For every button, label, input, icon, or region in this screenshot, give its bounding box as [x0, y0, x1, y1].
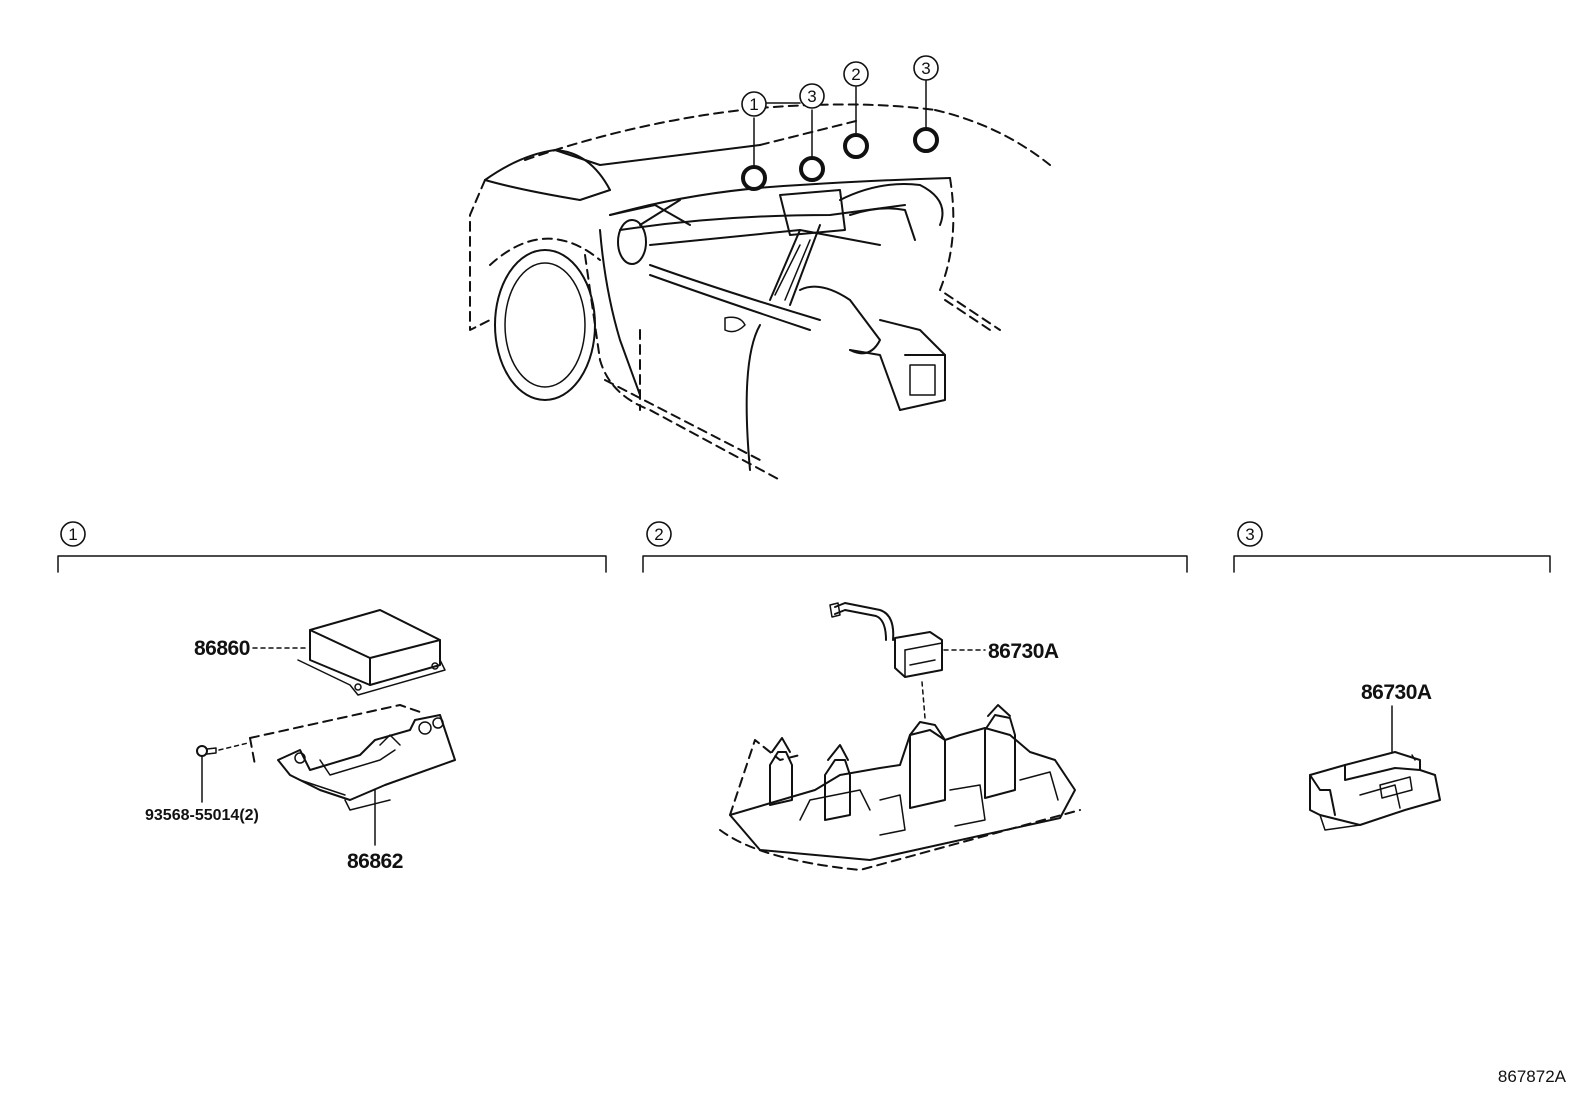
section-3-bracket — [1233, 555, 1551, 573]
section-3: 3 86730A — [1233, 521, 1551, 831]
marker-2 — [843, 133, 869, 159]
marker-3a — [799, 156, 825, 182]
airbag-sensor-assembly — [297, 609, 446, 696]
wire-harness-connector — [829, 602, 943, 719]
overview-callout-3b[interactable]: 3 — [913, 55, 939, 81]
location-markers — [741, 79, 939, 191]
marker-1 — [741, 165, 767, 191]
section-1: 1 86860 — [57, 521, 607, 873]
vehicle-interior-illustration — [469, 103, 1051, 481]
section-1-callout[interactable]: 1 — [60, 521, 86, 547]
connector-module — [1309, 751, 1441, 831]
svg-text:1: 1 — [749, 95, 758, 114]
part-label-86862[interactable]: 86862 — [347, 850, 403, 873]
svg-text:3: 3 — [807, 87, 816, 106]
svg-text:2: 2 — [851, 65, 860, 84]
section-2-callout[interactable]: 2 — [646, 521, 672, 547]
overview-callouts: 1 3 2 3 — [741, 55, 939, 117]
illustration-id: 867872A — [1498, 1067, 1567, 1086]
sensor-bracket — [249, 704, 456, 811]
overview-callout-2[interactable]: 2 — [843, 61, 869, 87]
section-3-callout[interactable]: 3 — [1237, 521, 1263, 547]
svg-text:3: 3 — [921, 59, 930, 78]
svg-text:3: 3 — [1245, 525, 1254, 544]
part-label-86730A-section-3[interactable]: 86730A — [1361, 681, 1432, 704]
part-label-93568-55014[interactable]: 93568-55014(2) — [145, 807, 259, 824]
svg-text:2: 2 — [654, 525, 663, 544]
overview-callout-3a[interactable]: 3 — [799, 83, 825, 109]
svg-text:1: 1 — [68, 525, 77, 544]
section-1-bracket — [57, 555, 607, 573]
overhead-console — [719, 704, 1081, 871]
part-label-86860[interactable]: 86860 — [194, 637, 250, 660]
overview-callout-1[interactable]: 1 — [741, 91, 767, 117]
section-2-bracket — [642, 555, 1188, 573]
screw-icon — [196, 742, 249, 803]
marker-3b — [913, 127, 939, 153]
section-2: 2 86730A — [642, 521, 1188, 871]
part-label-86730A-section-2[interactable]: 86730A — [988, 640, 1059, 663]
